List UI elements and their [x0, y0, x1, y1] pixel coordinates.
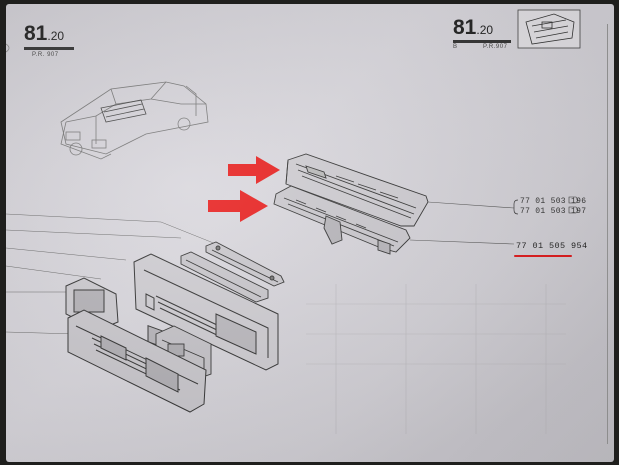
dash-panel-lower [273, 185, 411, 255]
page-edge-line [607, 24, 608, 444]
background-detail [306, 284, 566, 434]
header-right-code: P.R.907 [483, 44, 508, 50]
header-right-bar [453, 40, 511, 43]
catalog-page: 81.20 P.R. 907 81.20 B P.R.907 [6, 4, 614, 462]
header-left-bar [24, 47, 74, 50]
header-left-section: 81.20 [24, 22, 65, 45]
reference-bracket [513, 199, 519, 215]
car-outline-icon [60, 81, 209, 160]
lower-valance [67, 309, 207, 413]
left-leader-lines [6, 213, 217, 335]
highlighted-part-ref: 77 01 505 954 [516, 241, 588, 251]
hand-symbol-icon [568, 196, 579, 214]
panel-thumbnail-icon [517, 9, 581, 49]
exploded-parts-drawing [6, 9, 581, 434]
header-right-section: 81.20 [453, 16, 494, 39]
binder-edge [6, 43, 10, 53]
leader-lines [409, 201, 515, 245]
part-ref-right: 77 01 503 197 [520, 207, 587, 216]
cross-bar [180, 251, 269, 303]
arrow-lower [208, 190, 268, 222]
header-left-code: P.R. 907 [32, 52, 59, 58]
arrow-upper [228, 156, 280, 184]
part-ref-left: 77 01 503 196 [520, 197, 587, 206]
support-bar [205, 241, 285, 287]
highlight-underline [514, 255, 572, 257]
red-arrow-icon [208, 156, 280, 222]
header-right-letter: B [453, 44, 458, 50]
